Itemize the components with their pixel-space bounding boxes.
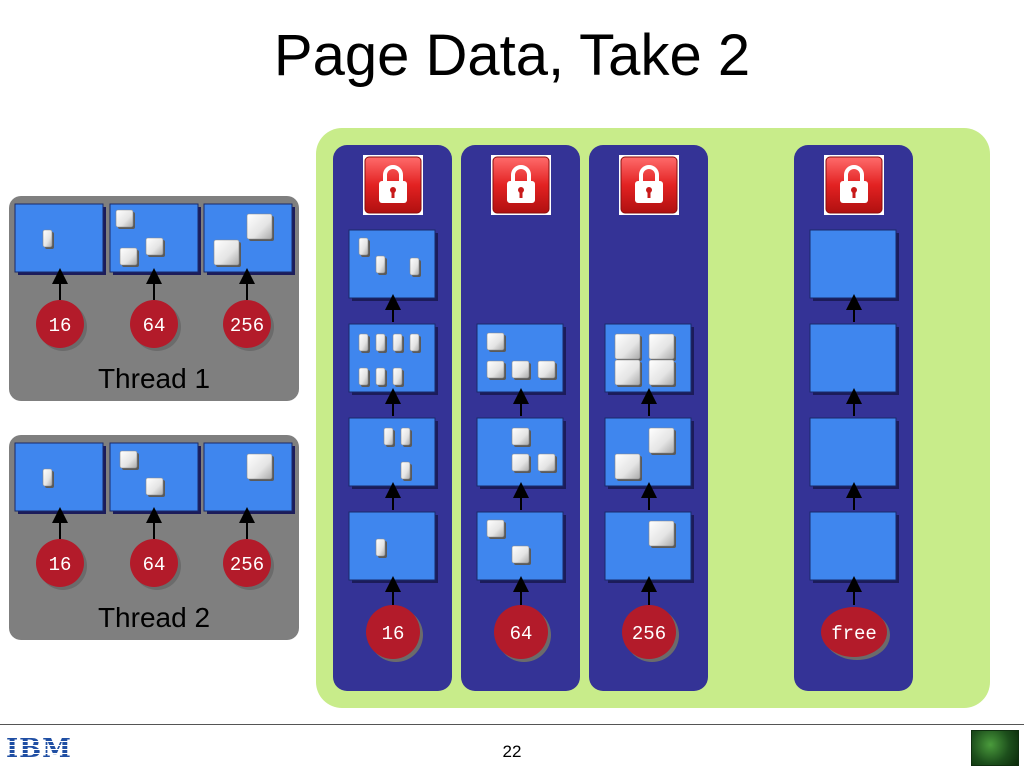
size-class-label: 256 xyxy=(632,623,666,645)
global-size-class-64: 64 xyxy=(494,605,551,662)
page-block xyxy=(604,417,692,487)
object-block xyxy=(119,450,138,469)
thread-2-size-class-64: 64 xyxy=(130,539,181,590)
object-block xyxy=(213,239,240,266)
page-number: 22 xyxy=(502,742,522,761)
ibm-logo: IBM xyxy=(6,734,72,764)
size-class-label: free xyxy=(831,623,877,645)
object-block xyxy=(648,520,675,547)
page-block xyxy=(809,323,897,393)
object-block xyxy=(145,237,164,256)
size-class-label: 64 xyxy=(510,623,533,645)
object-block xyxy=(409,333,420,352)
thread-2-size-class-256: 256 xyxy=(223,539,274,590)
footer-divider xyxy=(0,724,1024,725)
lock-shackle xyxy=(383,165,403,182)
object-block xyxy=(383,427,394,446)
object-block xyxy=(119,247,138,266)
global-size-class-256: 256 xyxy=(622,605,679,662)
page-block xyxy=(809,229,897,299)
page-block xyxy=(14,203,104,273)
global-size-class-16: 16 xyxy=(366,605,423,662)
object-block xyxy=(145,477,164,496)
thread-2-label: Thread 2 xyxy=(98,602,210,633)
size-class-label: 256 xyxy=(230,315,264,337)
object-block xyxy=(486,360,505,379)
object-block xyxy=(648,359,675,386)
lock-shackle xyxy=(511,165,531,182)
object-block xyxy=(375,367,386,386)
lock-keyhole-slot xyxy=(519,191,523,198)
object-block xyxy=(42,468,53,487)
lock-keyhole-slot xyxy=(391,191,395,198)
thread-1-size-class-64: 64 xyxy=(130,300,181,351)
object-block xyxy=(511,453,530,472)
chip-image-icon xyxy=(971,730,1019,766)
object-block xyxy=(614,359,641,386)
page-block xyxy=(809,511,897,581)
object-block xyxy=(486,332,505,351)
size-class-label: 256 xyxy=(230,554,264,576)
object-block xyxy=(375,255,386,274)
object-block xyxy=(358,367,369,386)
object-block xyxy=(537,360,556,379)
thread-1-label: Thread 1 xyxy=(98,363,210,394)
size-class-label: 16 xyxy=(49,554,72,576)
object-block xyxy=(358,237,369,256)
object-block xyxy=(511,360,530,379)
thread-1-size-class-256: 256 xyxy=(223,300,274,351)
page-block xyxy=(809,417,897,487)
thread-2-size-class-16: 16 xyxy=(36,539,87,590)
object-block xyxy=(511,545,530,564)
lock-shackle xyxy=(844,165,864,182)
object-block xyxy=(409,257,420,276)
object-block xyxy=(115,209,134,228)
size-class-label: 64 xyxy=(143,315,166,337)
object-block xyxy=(486,519,505,538)
object-block xyxy=(614,333,641,360)
object-block xyxy=(375,333,386,352)
size-class-label: 16 xyxy=(382,623,405,645)
slide-title: Page Data, Take 2 xyxy=(273,23,751,88)
object-block xyxy=(400,461,411,480)
page-block xyxy=(14,442,104,512)
object-block xyxy=(648,333,675,360)
size-class-label: 64 xyxy=(143,554,166,576)
page-block xyxy=(604,511,692,581)
object-block xyxy=(511,427,530,446)
object-block xyxy=(246,453,273,480)
object-block xyxy=(246,213,273,240)
object-block xyxy=(392,333,403,352)
lock-keyhole-slot xyxy=(852,191,856,198)
object-block xyxy=(358,333,369,352)
object-block xyxy=(375,538,386,557)
size-class-label: 16 xyxy=(49,315,72,337)
thread-1-size-class-16: 16 xyxy=(36,300,87,351)
object-block xyxy=(42,229,53,248)
object-block xyxy=(614,453,641,480)
object-block xyxy=(392,367,403,386)
object-block xyxy=(400,427,411,446)
global-size-class-free: free xyxy=(821,607,890,660)
page-block xyxy=(348,511,436,581)
lock-shackle xyxy=(639,165,659,182)
object-block xyxy=(648,427,675,454)
object-block xyxy=(537,453,556,472)
lock-keyhole-slot xyxy=(647,191,651,198)
